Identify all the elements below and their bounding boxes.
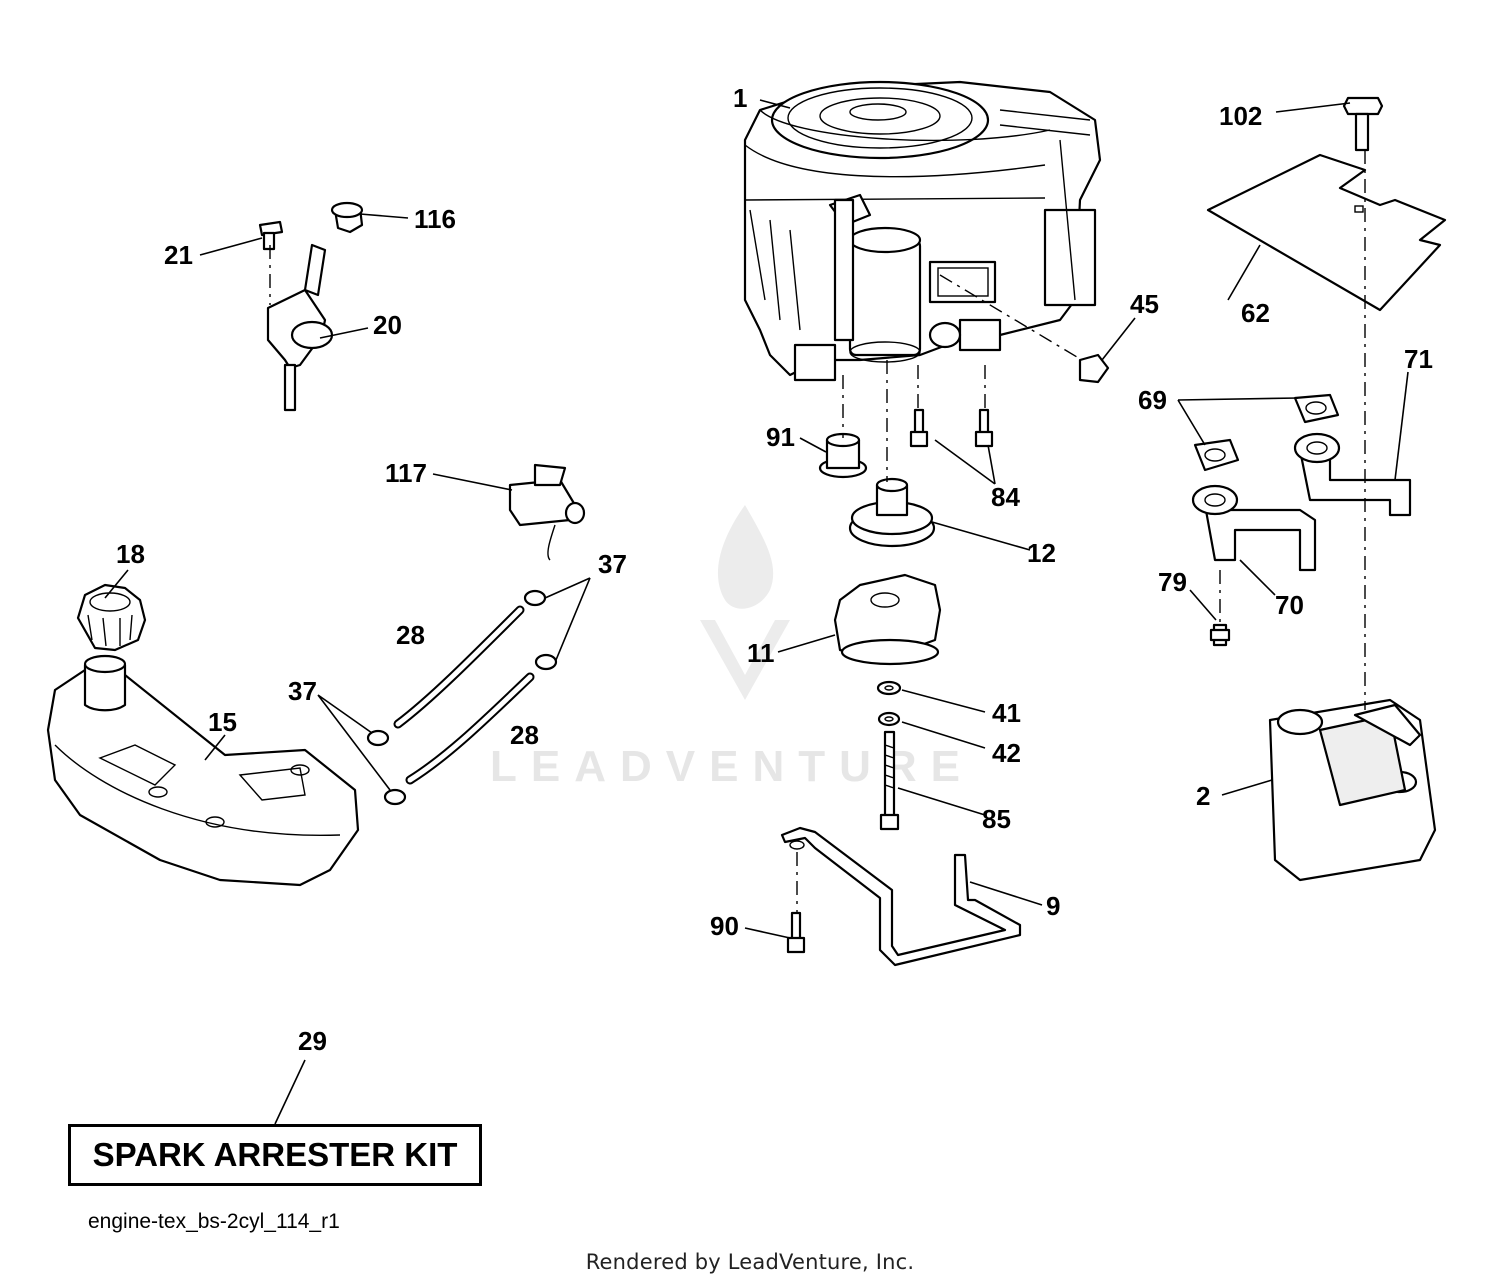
callout-11: 11 <box>747 638 775 668</box>
screw-102-part[interactable] <box>1342 96 1384 152</box>
muffler-shield-part[interactable] <box>1206 153 1447 312</box>
muffler-part[interactable] <box>1268 698 1437 882</box>
rendered-by-footer: Rendered by LeadVenture, Inc. <box>585 1250 915 1274</box>
callout-20: 20 <box>373 310 402 340</box>
callout-28-lower: 28 <box>510 720 539 750</box>
clutch-11-part[interactable] <box>833 573 942 666</box>
callout-117: 117 <box>385 458 427 488</box>
callout-15: 15 <box>208 707 237 737</box>
callout-12: 12 <box>1027 538 1056 568</box>
callout-29: 29 <box>298 1026 327 1056</box>
bolt-84-part[interactable] <box>909 408 994 448</box>
nut-45-part[interactable] <box>1078 353 1110 384</box>
fuel-valve-117-part[interactable] <box>508 463 586 561</box>
knob-116-part[interactable] <box>330 201 364 234</box>
washer-42-part[interactable] <box>877 711 901 727</box>
screw-90-part[interactable] <box>786 911 806 954</box>
fuel-cap-18-part[interactable] <box>76 583 147 652</box>
callout-1: 1 <box>733 83 747 113</box>
engine-part[interactable] <box>743 80 1102 382</box>
callout-116: 116 <box>414 204 456 234</box>
callout-21: 21 <box>164 240 193 270</box>
callout-70: 70 <box>1275 590 1304 620</box>
callout-41: 41 <box>992 698 1021 728</box>
screw-21-part[interactable] <box>258 220 284 251</box>
callout-69: 69 <box>1138 385 1167 415</box>
callout-91: 91 <box>766 422 795 452</box>
leader-lines <box>104 99 1409 1125</box>
fuel-tank-15-part[interactable] <box>46 654 360 887</box>
assembly-axes <box>269 150 1366 912</box>
callout-42: 42 <box>992 738 1021 768</box>
bolt-85-part[interactable] <box>879 730 900 831</box>
pulley-12-part[interactable] <box>848 477 936 548</box>
callout-2: 2 <box>1196 781 1210 811</box>
washer-41-part[interactable] <box>876 680 902 696</box>
callout-18: 18 <box>116 539 145 569</box>
throttle-control-20-part[interactable] <box>266 243 334 412</box>
callout-62: 62 <box>1241 298 1270 328</box>
callout-45: 45 <box>1130 289 1159 319</box>
fuel-hose-upper-28-part[interactable] <box>393 605 525 729</box>
diagram-id: engine-tex_bs-2cyl_114_r1 <box>88 1210 340 1233</box>
spark-arrester-kit-label: SPARK ARRESTER KIT <box>92 1136 458 1173</box>
callout-90: 90 <box>710 911 739 941</box>
watermark-logo <box>700 505 790 700</box>
screw-79-part[interactable] <box>1209 623 1231 647</box>
exhaust-pipe-70-part[interactable] <box>1191 484 1317 572</box>
callout-37-right: 37 <box>598 549 627 579</box>
callout-84: 84 <box>991 482 1020 512</box>
callout-9: 9 <box>1046 891 1060 921</box>
gasket-69-part[interactable] <box>1193 393 1340 472</box>
callout-labels: 1 102 116 21 20 62 45 69 71 91 84 117 12… <box>116 83 1433 1056</box>
callout-71: 71 <box>1404 344 1433 374</box>
callout-102: 102 <box>1219 101 1262 131</box>
callout-85: 85 <box>982 804 1011 834</box>
watermark-text: LEADVENTURE <box>490 742 975 791</box>
callout-79: 79 <box>1158 567 1187 597</box>
callout-28-upper: 28 <box>396 620 425 650</box>
spark-arrester-kit-box[interactable]: SPARK ARRESTER KIT <box>68 1124 482 1186</box>
bushing-91-part[interactable] <box>818 432 868 479</box>
fuel-hose-lower-28-part[interactable] <box>405 672 535 785</box>
exhaust-pipe-71-part[interactable] <box>1293 432 1412 517</box>
bracket-9-part[interactable] <box>780 826 1022 967</box>
callout-37-left: 37 <box>288 676 317 706</box>
